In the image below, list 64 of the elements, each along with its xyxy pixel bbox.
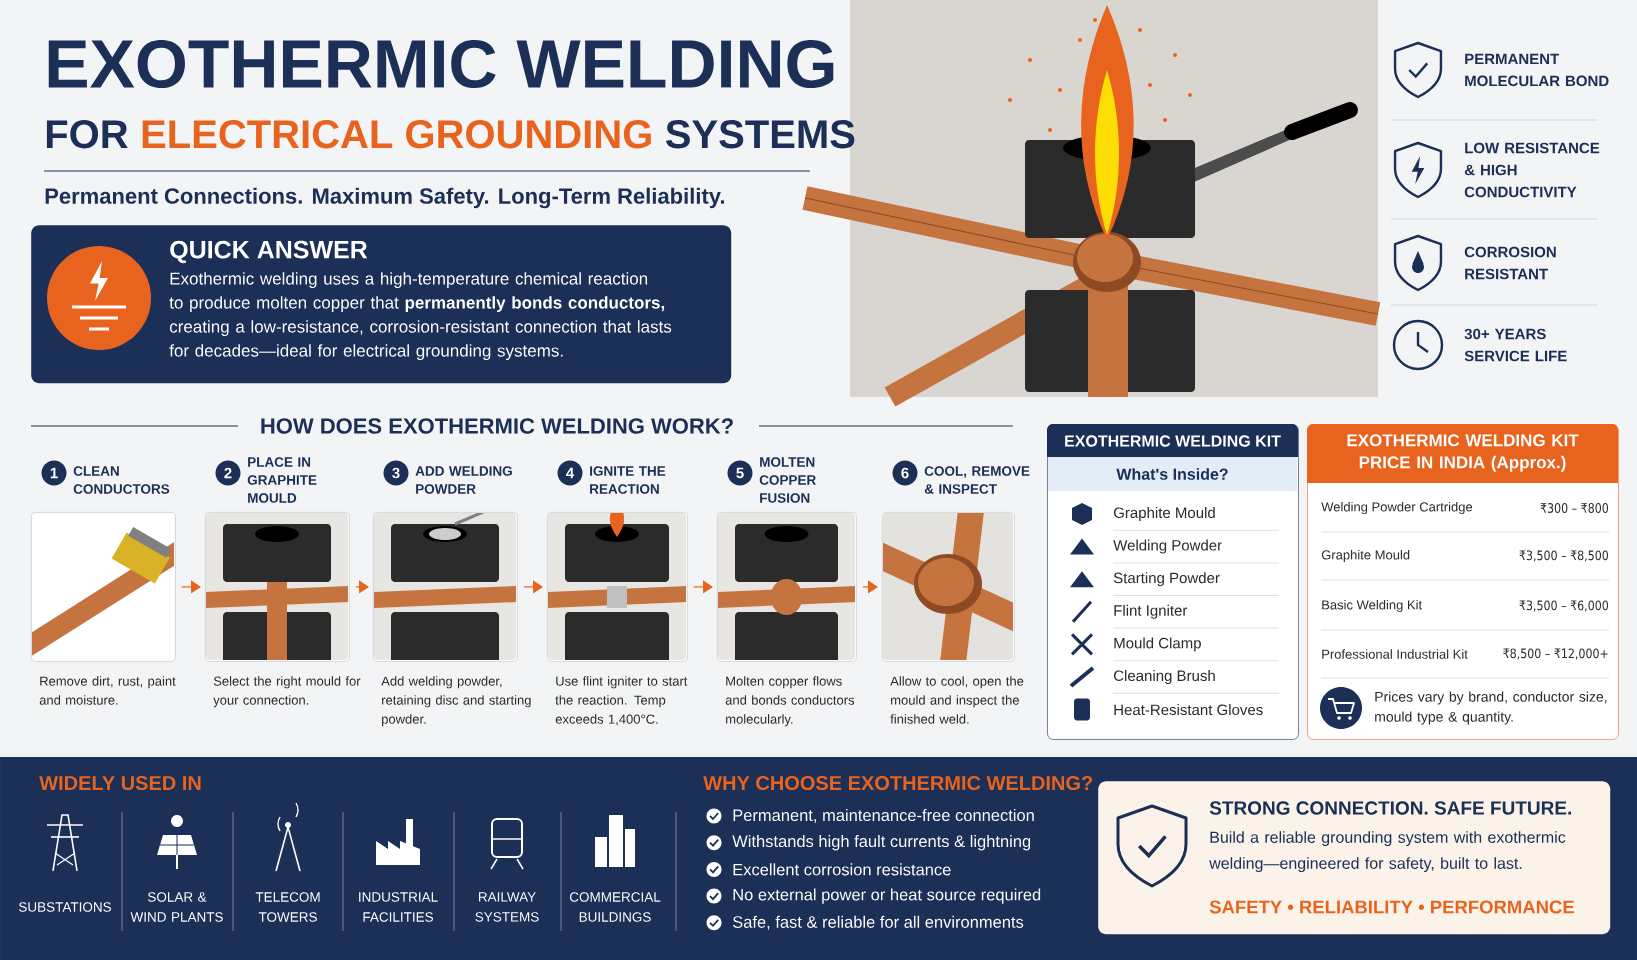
step-description: Use flint igniter to start the reaction. Temp exceeds 1,400°C. xyxy=(555,676,688,726)
step-number: 1 xyxy=(41,460,67,486)
benefit-item: Withstands high fault currents & lightning xyxy=(732,835,1031,851)
kit-item: Welding Powder xyxy=(1113,539,1222,554)
table-cell: ₹3,500 – ₹8,500 xyxy=(1519,550,1609,562)
step-number: 2 xyxy=(215,460,241,486)
application-label: TELECOM TOWERS xyxy=(255,892,320,922)
benefit-item: Safe, fast & reliable for all environments xyxy=(732,915,1024,930)
step-heading: COOL, REMOVE & INSPECT xyxy=(924,466,1030,494)
step-heading: ADD WELDING POWDER xyxy=(415,466,512,494)
step-heading: MOLTEN COPPER FUSION xyxy=(759,457,816,503)
step-heading: IGNITE THE REACTION xyxy=(590,466,666,494)
table-cell: Welding Powder Cartridge xyxy=(1321,501,1473,515)
step-number: 6 xyxy=(892,460,918,486)
application-label: INDUSTRIAL FACILITIES xyxy=(359,892,438,922)
step-description: Molten copper flows and bonds conductors molecularly. xyxy=(725,676,855,727)
panel-header: EXOTHERMIC WELDING KIT PRICE IN INDIA (Approx.) xyxy=(1307,424,1618,483)
application-label: SOLAR & WIND PLANTS xyxy=(130,892,223,922)
step-heading: PLACE IN GRAPHITE MOULD xyxy=(247,457,317,503)
step-description: Add welding powder, retaining disc and starting powder. xyxy=(381,676,531,727)
kit-item: Cleaning Brush xyxy=(1114,670,1215,684)
table-cell: Basic Welding Kit xyxy=(1322,599,1422,613)
subtitle: SYSTEMS xyxy=(665,120,855,149)
callout-heading: STRONG CONNECTION. SAFE FUTURE. xyxy=(1209,801,1571,815)
feature-label: LOW RESISTANCE & HIGH CONDUCTIVITY xyxy=(1464,142,1600,198)
kit-item: Graphite Mould xyxy=(1113,507,1215,521)
step-number: 3 xyxy=(383,460,409,486)
kit-item: Heat-Resistant Gloves xyxy=(1114,704,1263,716)
kit-item: Starting Powder xyxy=(1113,572,1220,587)
step-number: 5 xyxy=(727,460,753,486)
callout-text: Build a reliable grounding system with exothermic welding—engineered for safety, built to last. xyxy=(1209,831,1566,873)
feature-label: PERMANENT MOLECULAR BOND xyxy=(1465,53,1609,87)
price-note: Prices vary by brand, conductor size, mould type & quantity. xyxy=(1375,691,1607,725)
table-cell: Professional Industrial Kit xyxy=(1322,649,1468,659)
answer-text: Exothermic welding uses a high-temperature chemical reaction to produce molten copper that permanently bonds conductors, creating a low-resistance, corrosion-resistant connection that lasts for decades—ideal for electrical grounding systems. xyxy=(169,272,672,361)
application-label: RAILWAY SYSTEMS xyxy=(475,892,539,922)
step-heading: CLEAN CONDUCTORS xyxy=(73,466,170,494)
application-label: COMMERCIAL BUILDINGS xyxy=(569,892,661,922)
application-label: SUBSTATIONS xyxy=(19,902,112,912)
panel-subheader: What's Inside? xyxy=(1048,457,1297,491)
subtitle-highlight: ELECTRICAL GROUNDING xyxy=(142,120,651,149)
step-number: 4 xyxy=(557,460,583,486)
section-heading: WHY CHOOSE EXOTHERMIC WELDING? xyxy=(703,775,1093,791)
feature-label: CORROSION RESISTANT xyxy=(1464,246,1556,280)
benefit-item: Permanent, maintenance-free connection xyxy=(733,808,1034,824)
step-description: Select the right mould for your connection. xyxy=(213,676,361,708)
title: EXOTHERMIC WELDING xyxy=(48,39,834,89)
table-cell: ₹300 – ₹800 xyxy=(1540,503,1609,513)
feature-label: 30+ YEARS SERVICE LIFE xyxy=(1464,328,1567,362)
table-cell: ₹3,500 – ₹6,000 xyxy=(1519,600,1609,612)
step-description: Allow to cool, open the mould and inspect the finished weld. xyxy=(890,676,1024,724)
panel-header: EXOTHERMIC WELDING KIT xyxy=(1047,424,1298,457)
section-heading: HOW DOES EXOTHERMIC WELDING WORK? xyxy=(261,418,733,434)
kit-item: Mould Clamp xyxy=(1114,637,1201,652)
panel-heading: QUICK ANSWER xyxy=(170,240,368,264)
step-description: Remove dirt, rust, paint and moisture. xyxy=(39,676,176,705)
benefit-item: Excellent corrosion resistance xyxy=(733,863,951,876)
table-cell: ₹8,500 – ₹12,000+ xyxy=(1503,648,1608,660)
section-heading: WIDELY USED IN xyxy=(39,775,201,791)
kit-item: Flint Igniter xyxy=(1114,604,1188,619)
subtitle: FOR xyxy=(46,120,128,149)
benefit-item: No external power or heat source required xyxy=(733,888,1041,904)
table-cell: Graphite Mould xyxy=(1321,549,1410,563)
callout-tagline: SAFETY • RELIABILITY • PERFORMANCE xyxy=(1209,900,1574,914)
